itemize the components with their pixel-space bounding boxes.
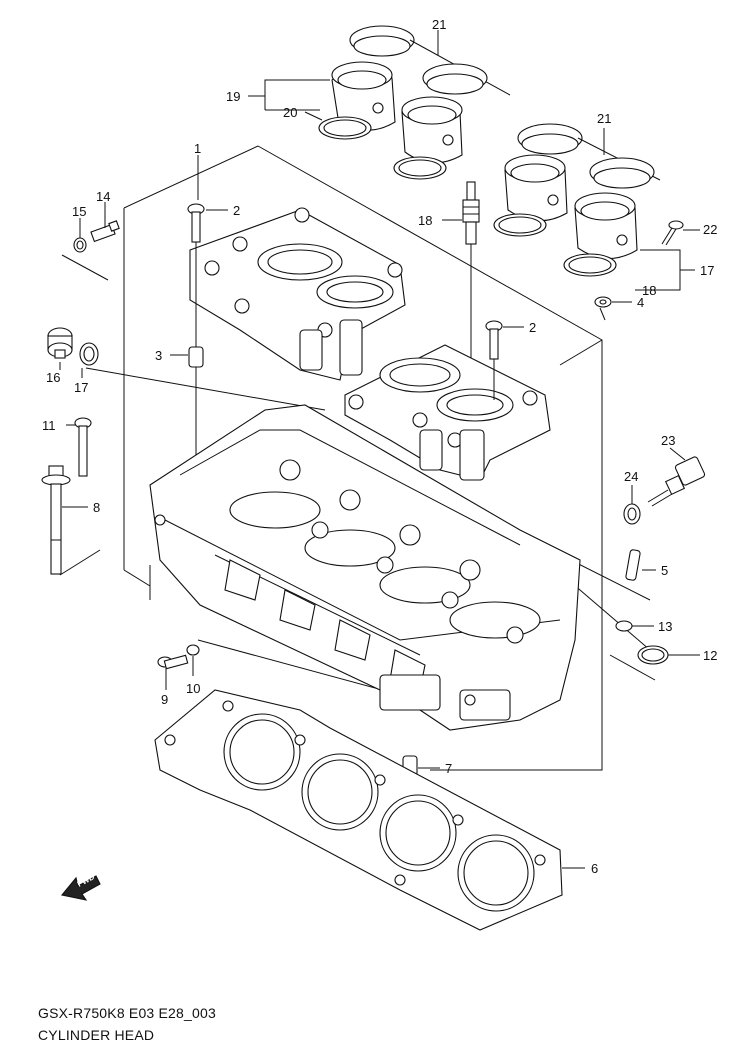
callout-18: 18 [642, 283, 656, 298]
pipe [625, 549, 641, 581]
camshaft-holder-right [344, 344, 551, 481]
temperature-sensor [647, 456, 706, 507]
callout-12: 12 [703, 648, 717, 663]
callout-3: 3 [155, 348, 162, 363]
bolt [485, 320, 503, 400]
o-ring-inner [398, 159, 442, 177]
callout-23: 23 [661, 433, 675, 448]
union-fitting [90, 220, 120, 243]
dowel-pin [188, 346, 204, 470]
callout-2: 2 [233, 203, 240, 218]
bolt [157, 654, 189, 670]
bolt [187, 203, 205, 355]
callout-10: 10 [186, 681, 200, 696]
intake-insulators-upper [318, 25, 511, 180]
callout-11: 11 [42, 418, 56, 433]
callout-15: 15 [72, 204, 86, 219]
callout-16: 16 [46, 370, 60, 385]
callout-6: 6 [591, 861, 598, 876]
callout-14: 14 [96, 189, 110, 204]
callout-7: 7 [445, 761, 452, 776]
cylinder-head [149, 404, 581, 731]
callout-13: 13 [658, 619, 672, 634]
intake-insulators-lower [493, 123, 684, 308]
screw [661, 220, 684, 246]
callout-22: 22 [703, 222, 717, 237]
callout-24: 24 [624, 469, 638, 484]
callout-1: 1 [194, 141, 201, 156]
camshaft-holder-left [189, 207, 406, 381]
washer [186, 644, 200, 656]
stud-bolt [41, 465, 71, 575]
callout-19: 19 [226, 89, 240, 104]
callout-8: 8 [93, 500, 100, 515]
callout-17: 17 [700, 263, 714, 278]
callout-21: 21 [432, 17, 446, 32]
cylinder-head-gasket [154, 689, 563, 931]
callout-leaders [59, 30, 700, 869]
model-code: GSX-R750K8 E03 E28_003 [38, 1005, 216, 1021]
callout-5: 5 [661, 563, 668, 578]
clamp-band [349, 25, 511, 96]
diagram-title: CYLINDER HEAD [38, 1027, 155, 1043]
o-ring [615, 620, 633, 632]
spark-plug [462, 181, 480, 440]
o-ring-inner [323, 119, 367, 137]
callout-18: 18 [418, 213, 432, 228]
callout-20: 20 [283, 105, 297, 120]
forward-arrow-icon: FWD [60, 872, 101, 901]
callout-labels: 21 19 20 21 1 2 14 15 18 22 17 18 4 2 3 … [42, 17, 717, 876]
bolt [74, 417, 92, 477]
callout-9: 9 [161, 692, 168, 707]
intake-pipe [331, 61, 463, 164]
callout-4: 4 [637, 295, 644, 310]
callout-2: 2 [529, 320, 536, 335]
callout-21: 21 [597, 111, 611, 126]
plug [47, 327, 73, 359]
callout-17: 17 [74, 380, 88, 395]
